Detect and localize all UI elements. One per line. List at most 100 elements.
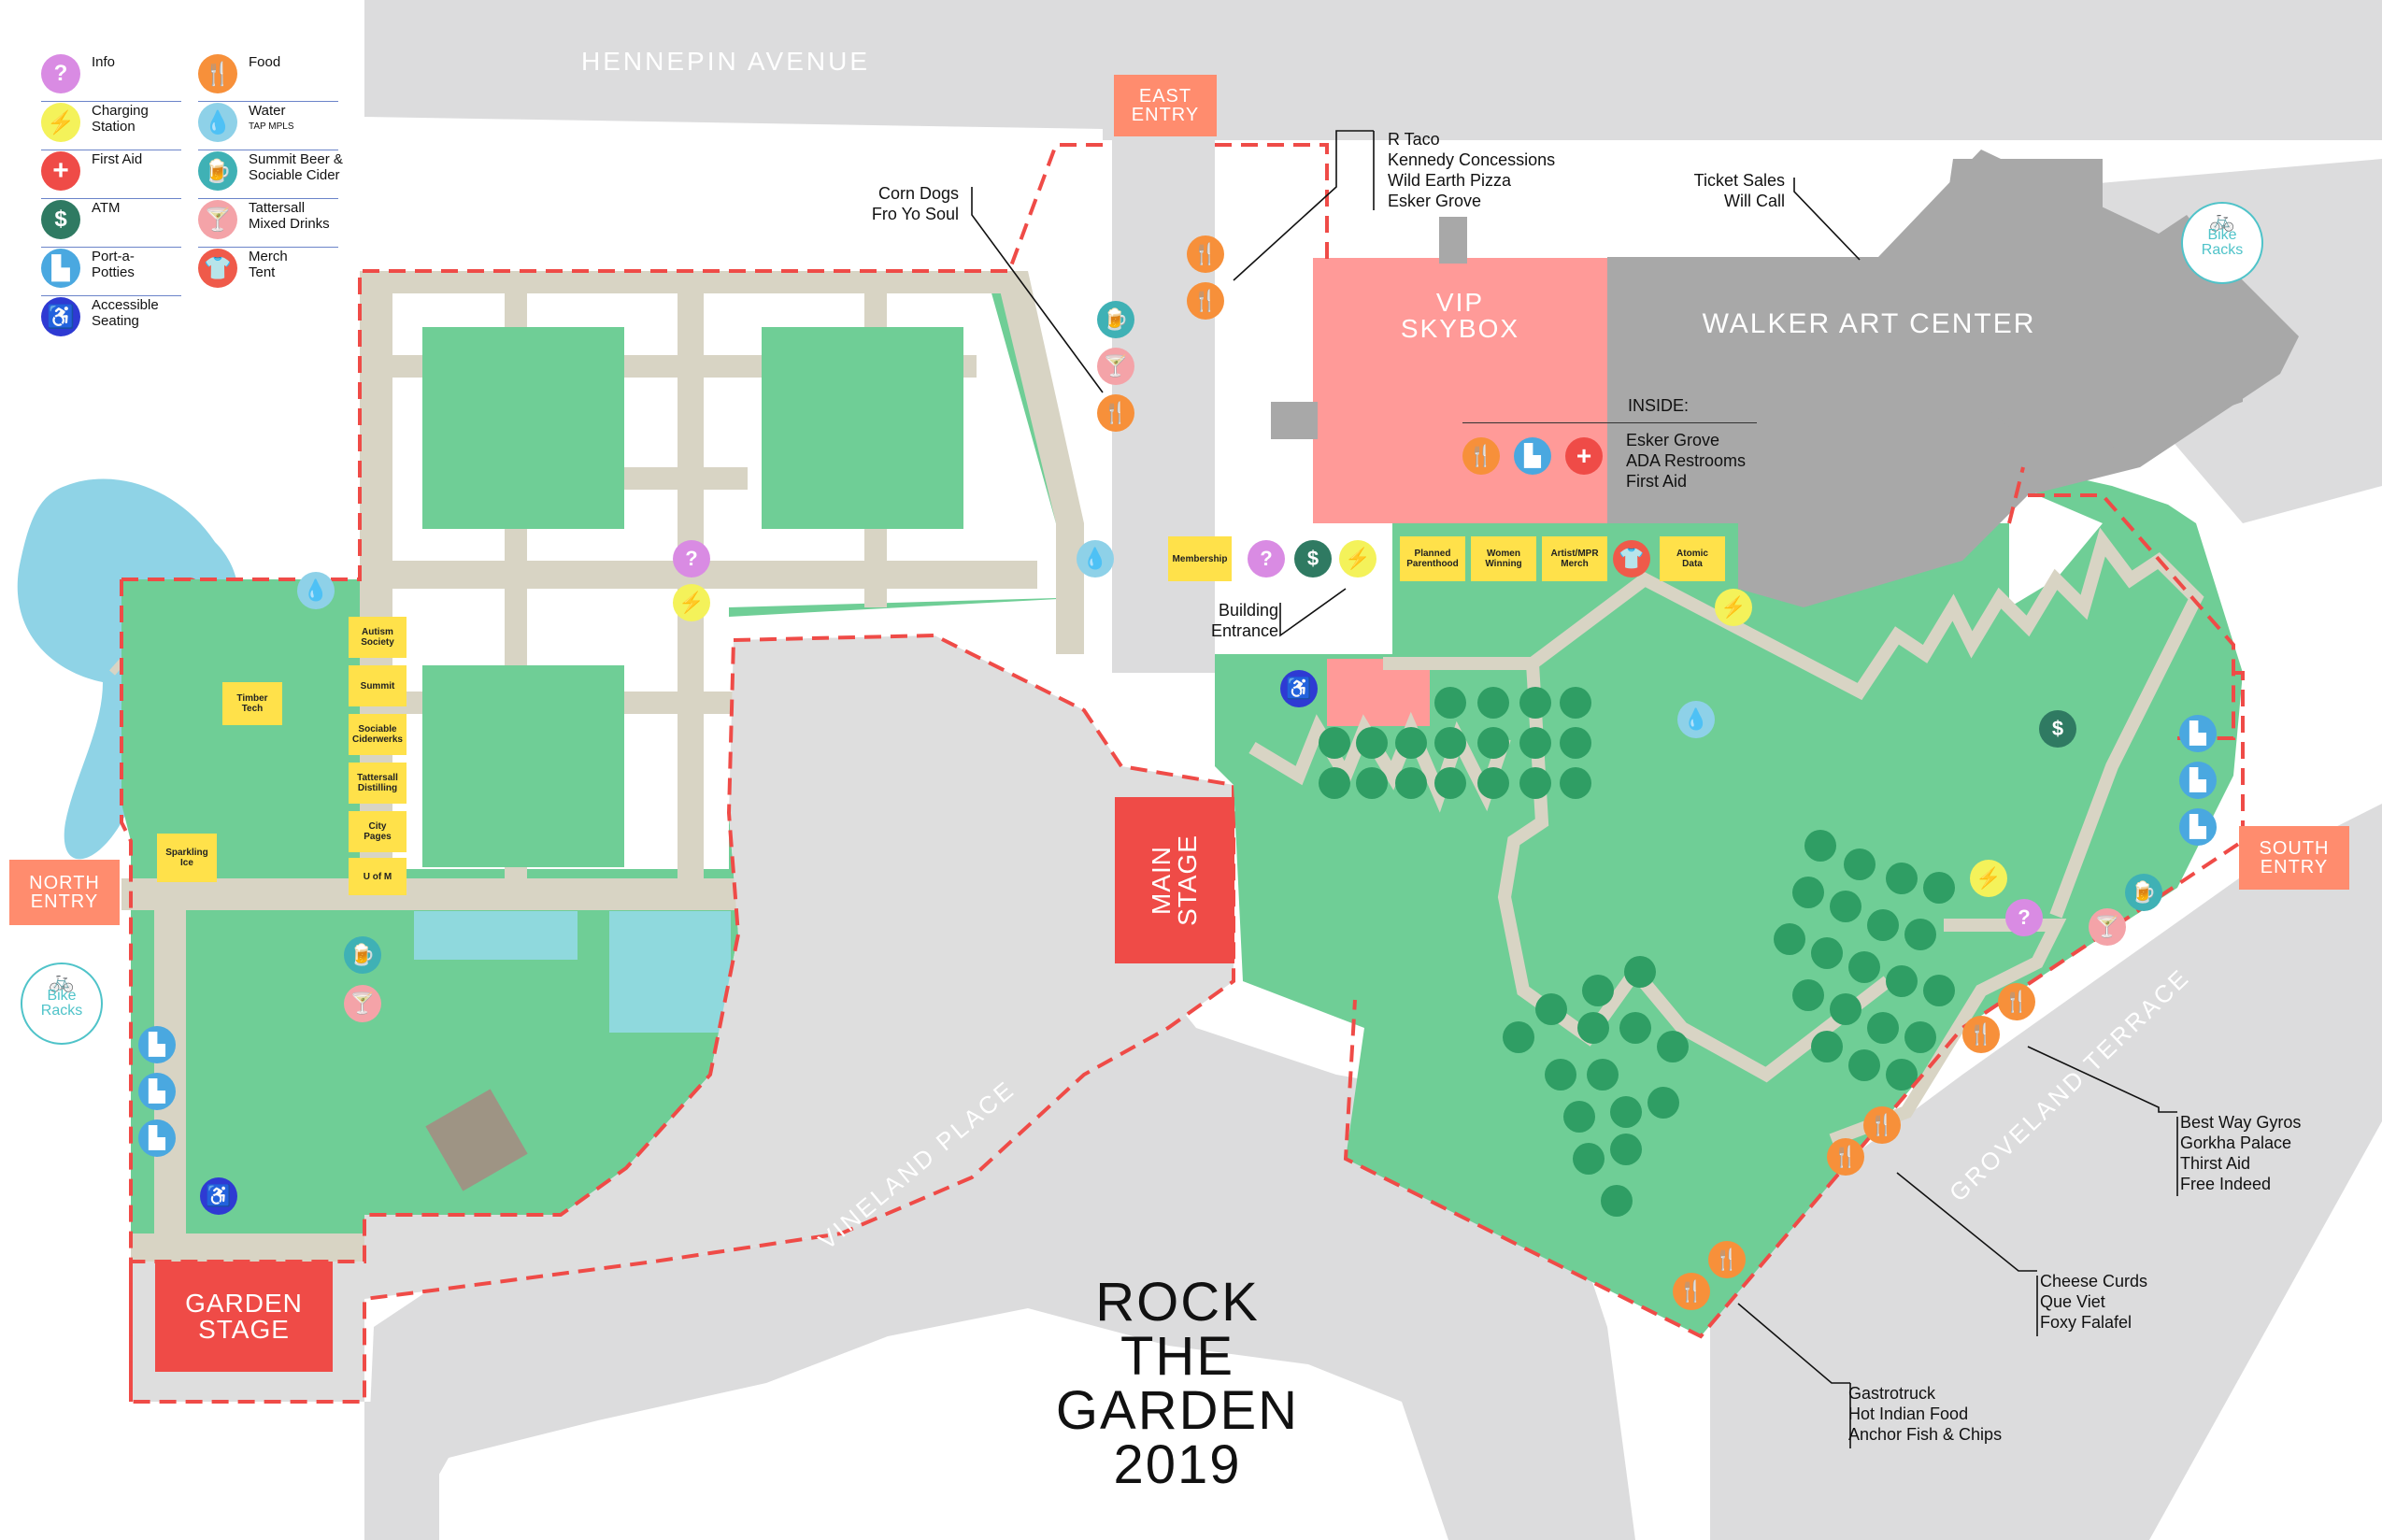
tree <box>1503 1021 1534 1053</box>
food-icon: 🍴 <box>1187 282 1224 320</box>
north-entry: NORTH ENTRY <box>9 860 120 925</box>
tree <box>1867 909 1899 941</box>
water-icon: 💧 <box>198 103 237 142</box>
main-stage: MAIN STAGE <box>1115 797 1234 963</box>
toilet-icon: ▙ <box>2179 808 2217 846</box>
vip-skybox <box>1313 258 1607 523</box>
wheelchair-icon: ♿ <box>41 297 80 336</box>
atm-icon: $ <box>41 200 80 239</box>
info-icon: ? <box>1248 540 1285 578</box>
vendor-artist: Artist/MPR Merch <box>1542 536 1607 581</box>
tree <box>1601 1185 1633 1217</box>
tree <box>1519 727 1551 759</box>
tree <box>1830 993 1861 1025</box>
food-icon: 🍴 <box>198 54 237 93</box>
tree <box>1867 1012 1899 1044</box>
tree <box>1535 993 1567 1025</box>
vendor-u-of-m: U of M <box>349 858 407 895</box>
food-icon: 🍴 <box>1863 1106 1901 1144</box>
tree <box>1395 727 1427 759</box>
atm-icon: $ <box>2039 710 2076 748</box>
walker-label: WALKER ART CENTER <box>1702 308 2036 339</box>
callout-corn-dogs: Corn Dogs Fro Yo Soul <box>871 184 959 223</box>
lawns <box>422 327 963 867</box>
legend-item-cocktail: 🍸 Tattersall Mixed Drinks <box>198 200 330 239</box>
tree <box>1560 727 1591 759</box>
legend-label: Tattersall Mixed Drinks <box>249 200 330 232</box>
tree <box>1624 956 1656 988</box>
cocktail-icon: 🍸 <box>1097 348 1134 385</box>
callout-building-entrance: Building Entrance <box>1210 601 1278 640</box>
tree <box>1619 1012 1651 1044</box>
wheelchair-icon: ♿ <box>1280 670 1318 707</box>
cocktail-icon: 🍸 <box>198 200 237 239</box>
tree <box>1811 937 1843 969</box>
atm-icon: $ <box>1294 540 1332 578</box>
shirt-icon: 👕 <box>198 249 237 288</box>
first-aid-icon: + <box>1565 437 1603 475</box>
vendor-atomic: Atomic Data <box>1660 536 1725 581</box>
vendor-autism: Autism Society <box>349 617 407 658</box>
tree <box>1477 687 1509 719</box>
info-icon: ? <box>673 540 710 578</box>
tree <box>1319 767 1350 799</box>
legend-item-merch: 👕 Merch Tent <box>198 249 288 288</box>
toilet-icon: ▙ <box>138 1026 176 1063</box>
toilet-icon: ▙ <box>138 1119 176 1157</box>
food-icon: 🍴 <box>1462 437 1500 475</box>
toilet-icon: ▙ <box>2179 762 2217 799</box>
gravel-area <box>129 633 1235 1404</box>
water-icon: 💧 <box>1677 701 1715 738</box>
beer-icon: 🍺 <box>198 151 237 191</box>
bike-racks-east: 🚲 Bike Racks <box>2181 202 2263 284</box>
tree <box>1848 951 1880 983</box>
tree <box>1560 767 1591 799</box>
charging-icon: ⚡ <box>1715 589 1752 626</box>
info-icon: ? <box>41 54 80 93</box>
tree <box>1848 1049 1880 1081</box>
tree <box>1434 767 1466 799</box>
bike-racks-label: Bike Racks <box>2201 227 2244 258</box>
legend-label: First Aid <box>92 151 143 167</box>
legend-item-info: ? Info <box>41 54 115 93</box>
legend-label: Food <box>249 54 281 70</box>
first-aid-icon: + <box>41 151 80 191</box>
tree <box>1434 727 1466 759</box>
bike-racks-label: Bike Racks <box>40 988 83 1019</box>
callout-ticket: Ticket Sales Will Call <box>1693 171 1785 210</box>
vendor-planned: Planned Parenthood <box>1400 536 1465 581</box>
south-entry: SOUTH ENTRY <box>2239 826 2349 890</box>
tree <box>1477 767 1509 799</box>
tree <box>1886 863 1918 894</box>
vendor-summit: Summit <box>349 665 407 706</box>
road-left-vertical <box>364 1402 439 1540</box>
toilet-icon: ▙ <box>1514 437 1551 475</box>
tree <box>1610 1096 1642 1128</box>
plaza-1 <box>414 911 578 960</box>
tree <box>1545 1059 1576 1091</box>
tree <box>1582 975 1614 1006</box>
tree <box>1319 727 1350 759</box>
legend-item-charging: ⚡ Charging Station <box>41 103 149 142</box>
legend-item-accessible: ♿ Accessible Seating <box>41 297 159 336</box>
legend-item-first-aid: + First Aid <box>41 151 142 191</box>
bike-icon: 🚲 <box>49 969 75 992</box>
food-icon: 🍴 <box>1998 983 2035 1020</box>
callout-gastrotruck: Gastrotruck Hot Indian Food Anchor Fish … <box>1848 1384 2003 1444</box>
legend-label: Summit Beer & Sociable Cider <box>249 151 343 183</box>
tree <box>1519 687 1551 719</box>
legend-sublabel: TAP MPLS <box>249 121 294 132</box>
tree <box>1573 1143 1605 1175</box>
tree <box>1560 687 1591 719</box>
legend-label: Merch Tent <box>249 249 288 280</box>
legend-label: ATM <box>92 200 121 216</box>
tree <box>1657 1031 1689 1062</box>
tree <box>1830 891 1861 922</box>
tree <box>1610 1134 1642 1165</box>
trees <box>1319 687 1955 1217</box>
bike-icon: 🚲 <box>2209 208 2235 232</box>
